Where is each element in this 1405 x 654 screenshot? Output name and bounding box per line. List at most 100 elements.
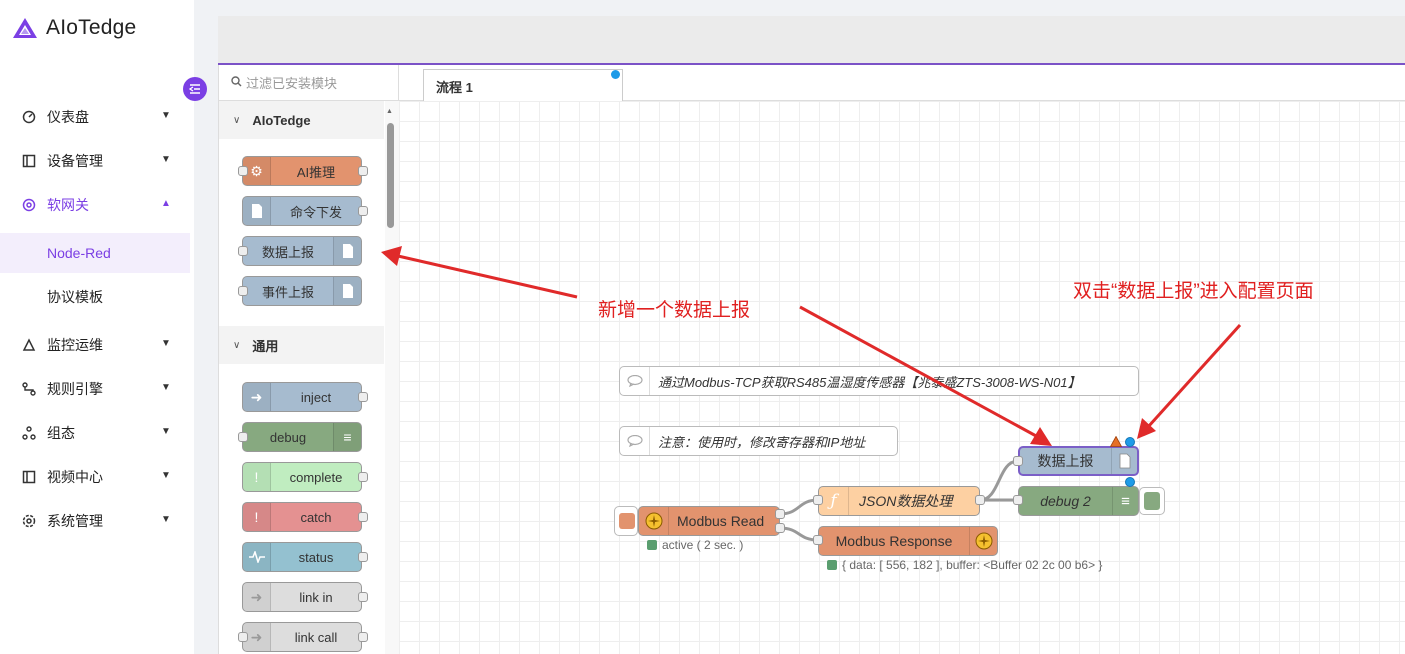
node-input-port[interactable] — [238, 432, 248, 442]
flow-node-label: JSON数据处理 — [859, 493, 953, 509]
status-indicator — [827, 560, 837, 570]
palette-node-label: 事件上报 — [261, 284, 314, 300]
palette-node-label: 数据上报 — [261, 244, 314, 260]
nav-item-label: 组态 — [47, 425, 75, 441]
palette-scroll-thumb[interactable] — [387, 123, 394, 228]
palette-filter-input[interactable]: 过滤已安装模块 — [219, 65, 399, 101]
comment-node[interactable]: 注意：使用时，修改寄存器和IP地址 — [619, 426, 898, 456]
alert-icon: ! — [243, 503, 271, 531]
comment-node[interactable]: 通过Modbus-TCP获取RS485温湿度传感器【兆泰盛ZTS-3008-WS… — [619, 366, 1139, 396]
palette-node-command-send[interactable]: 命令下发 — [242, 196, 362, 226]
chevron-down-icon: ▼ — [161, 426, 171, 437]
node-input-port[interactable] — [238, 166, 248, 176]
flow-node-modbus-response[interactable]: Modbus Response — [818, 526, 998, 556]
palette-node-debug[interactable]: debug ≡ — [242, 422, 362, 452]
node-output-port[interactable] — [358, 592, 368, 602]
status-text: { data: [ 556, 182 ], buffer: <Buffer 02… — [842, 558, 1103, 572]
node-output-port[interactable] — [358, 632, 368, 642]
nav-item-gateway[interactable]: 软网关 ▲ — [0, 183, 194, 227]
nav-item-rule-engine[interactable]: 规则引擎 ▼ — [0, 367, 194, 411]
nav-item-video[interactable]: 视频中心 ▼ — [0, 455, 194, 499]
node-changed-indicator — [1125, 477, 1135, 487]
nav-item-label: 系统管理 — [47, 513, 103, 529]
node-input-port[interactable] — [813, 495, 823, 505]
gateway-icon — [22, 198, 36, 212]
nav-item-system[interactable]: 系统管理 ▼ — [0, 499, 194, 543]
menu-fold-icon — [189, 84, 200, 94]
node-input-port[interactable] — [238, 632, 248, 642]
collapse-sidebar-button[interactable] — [183, 77, 207, 101]
node-output-port[interactable] — [975, 495, 985, 505]
palette-node-label: inject — [300, 389, 332, 405]
header-bar — [218, 16, 1405, 63]
palette-node-catch[interactable]: ! catch — [242, 502, 362, 532]
flow-node-data-report[interactable]: 数据上报 — [1018, 446, 1139, 476]
node-input-port[interactable] — [238, 286, 248, 296]
node-input-port[interactable] — [238, 246, 248, 256]
flow-node-json-func[interactable]: ƒ JSON数据处理 — [818, 486, 980, 516]
nav-item-monitoring[interactable]: 监控运维 ▼ — [0, 323, 194, 367]
brand-name: AIoTedge — [46, 16, 137, 39]
flow-node-modbus-read[interactable]: Modbus Read — [638, 506, 780, 536]
debug-toggle-button[interactable] — [1139, 487, 1165, 515]
flow-node-label: Modbus Read — [677, 513, 765, 529]
inject-button[interactable] — [614, 506, 638, 536]
brand[interactable]: AIoTedge — [12, 16, 136, 40]
nav-item-label: 设备管理 — [47, 153, 103, 169]
node-output-port[interactable] — [358, 166, 368, 176]
palette-node-inject[interactable]: ➜ inject — [242, 382, 362, 412]
comment-icon — [620, 427, 650, 455]
tab-changed-indicator — [611, 70, 620, 79]
node-output-port[interactable] — [358, 472, 368, 482]
node-output-port[interactable] — [358, 206, 368, 216]
node-output-port[interactable] — [775, 523, 785, 533]
node-output-port[interactable] — [775, 509, 785, 519]
nav-item-config[interactable]: 组态 ▼ — [0, 411, 194, 455]
palette-node-complete[interactable]: ! complete — [242, 462, 362, 492]
nav-subitem-node-red[interactable]: Node-Red — [0, 233, 190, 273]
palette-node-label: link call — [294, 629, 338, 645]
node-changed-indicator — [1125, 437, 1135, 447]
node-input-port[interactable] — [813, 535, 823, 545]
flow-node-label: debug 2 — [1040, 493, 1091, 509]
tab-flow-1[interactable]: 流程 1 — [423, 69, 623, 102]
file-icon — [243, 197, 271, 225]
palette-node-status[interactable]: status — [242, 542, 362, 572]
list-icon: ≡ — [1112, 487, 1138, 515]
nav-item-label: 视频中心 — [47, 469, 103, 485]
flow-node-debug-2[interactable]: debug 2 ≡ — [1018, 486, 1139, 516]
palette-node-event-report[interactable]: 事件上报 — [242, 276, 362, 306]
palette-node-data-report[interactable]: 数据上报 — [242, 236, 362, 266]
node-output-port[interactable] — [358, 392, 368, 402]
palette-category-aiotedge[interactable]: ∨ AIoTedge — [219, 101, 384, 139]
palette-category-common[interactable]: ∨ 通用 — [219, 326, 384, 364]
node-input-port[interactable] — [1013, 456, 1023, 466]
palette-node-ai-inference[interactable]: ⚙ AI推理 — [242, 156, 362, 186]
nav-item-label: 仪表盘 — [47, 109, 89, 125]
node-output-port[interactable] — [358, 512, 368, 522]
palette-node-link-call[interactable]: ➜ link call — [242, 622, 362, 652]
palette-node-link-in[interactable]: ➜ link in — [242, 582, 362, 612]
annotation-add-node: 新增一个数据上报 — [598, 300, 751, 321]
search-icon — [231, 75, 242, 90]
chevron-down-icon: ∨ — [233, 339, 241, 351]
status-indicator — [647, 540, 657, 550]
node-input-port[interactable] — [1013, 495, 1023, 505]
list-icon: ≡ — [333, 423, 361, 451]
scroll-up-arrow-icon[interactable]: ▲ — [386, 108, 393, 115]
palette-scrollbar[interactable] — [385, 101, 399, 654]
function-icon: ƒ — [819, 487, 849, 515]
nav-item-devices[interactable]: 设备管理 ▼ — [0, 139, 194, 183]
node-output-port[interactable] — [358, 552, 368, 562]
nav-item-dashboard[interactable]: 仪表盘 ▼ — [0, 95, 194, 139]
palette-filter-placeholder: 过滤已安装模块 — [246, 76, 338, 91]
palette-node-label: link in — [299, 589, 333, 605]
chevron-down-icon: ▼ — [161, 514, 171, 525]
nav-subitem-protocol-template[interactable]: 协议模板 — [0, 277, 190, 317]
config-icon — [22, 426, 36, 440]
palette-node-label: AI推理 — [296, 164, 336, 180]
nav-item-label: 规则引擎 — [47, 381, 103, 397]
node-palette: 过滤已安装模块 ∨ AIoTedge ⚙ AI推理 命令下发 数据上报 — [218, 65, 399, 654]
nav-item-label: 软网关 — [47, 197, 89, 213]
